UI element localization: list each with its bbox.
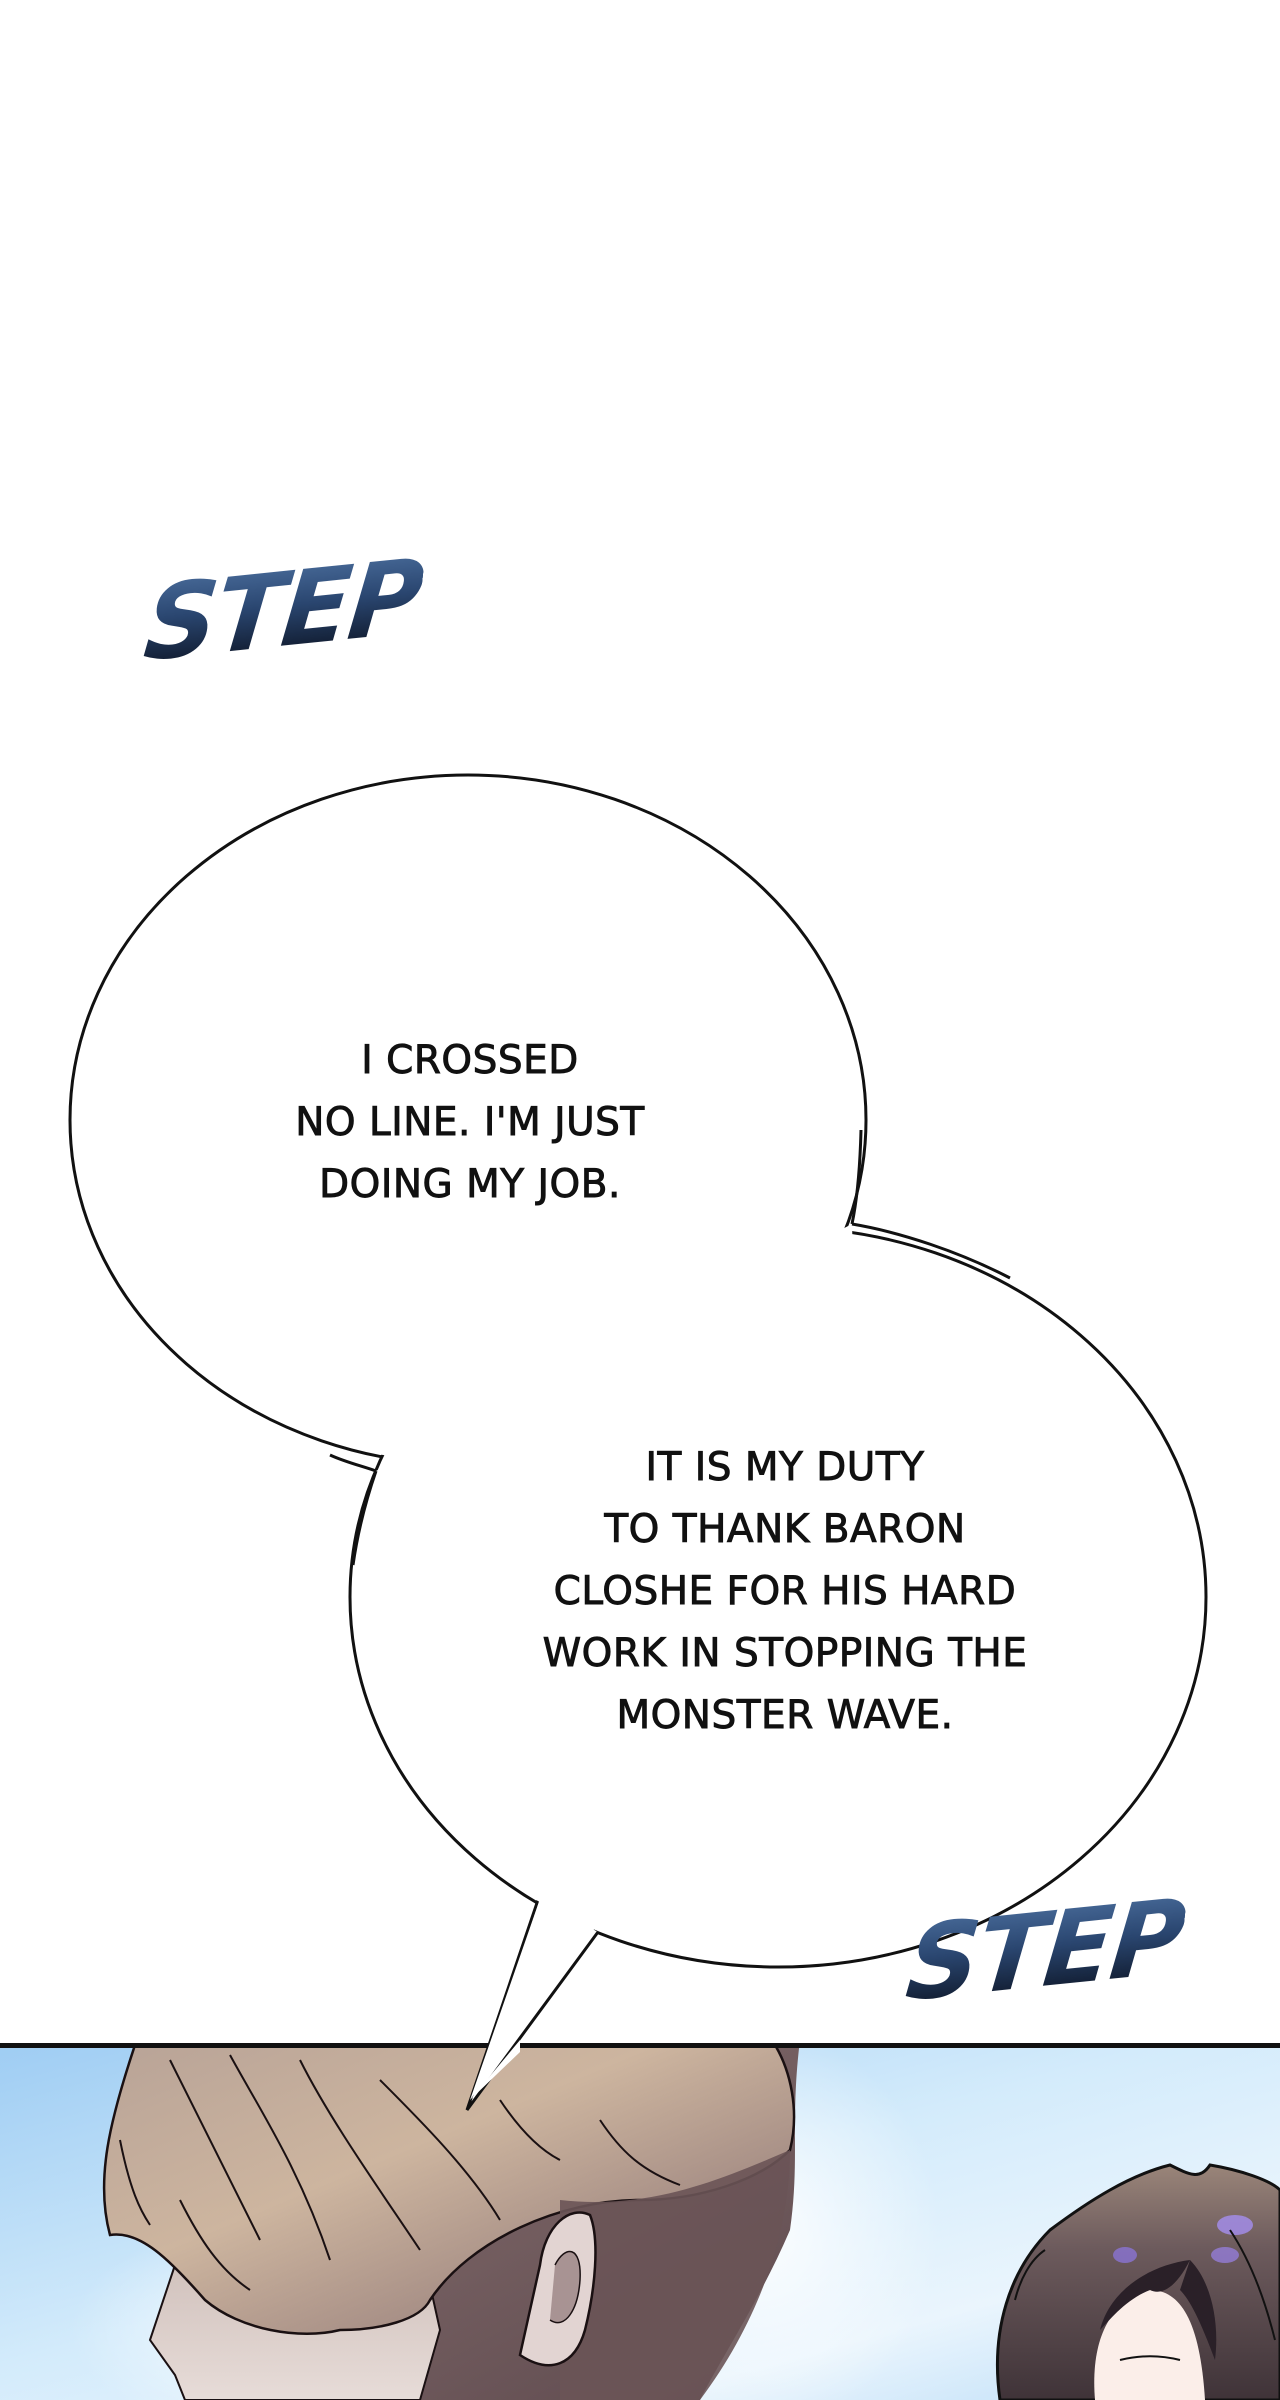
sfx-step-upper: STEP (139, 535, 428, 685)
dialogue-line: DOING MY JOB. (319, 1162, 621, 1208)
dialogue-line: MONSTER WAVE. (616, 1693, 954, 1739)
bottom-panel (0, 2047, 1280, 2400)
speech-bubble-1-text: I CROSSED NO LINE. I'M JUST DOING MY JOB… (220, 1030, 720, 1216)
panel-border (0, 2043, 1280, 2048)
dialogue-line: NO LINE. I'M JUST (295, 1100, 645, 1146)
dialogue-line: CLOSHE FOR HIS HARD (553, 1569, 1017, 1615)
dialogue-line: WORK IN STOPPING THE (542, 1631, 1028, 1677)
dialogue-line: I CROSSED (361, 1038, 579, 1084)
speech-bubble-shape (68, 773, 1208, 2111)
speech-bubble-2-text: IT IS MY DUTY TO THANK BARON CLOSHE FOR … (470, 1437, 1100, 1747)
dialogue-line: TO THANK BARON (604, 1507, 966, 1553)
sfx-step-lower: STEP (901, 1875, 1190, 2025)
dialogue-line: IT IS MY DUTY (645, 1445, 925, 1491)
